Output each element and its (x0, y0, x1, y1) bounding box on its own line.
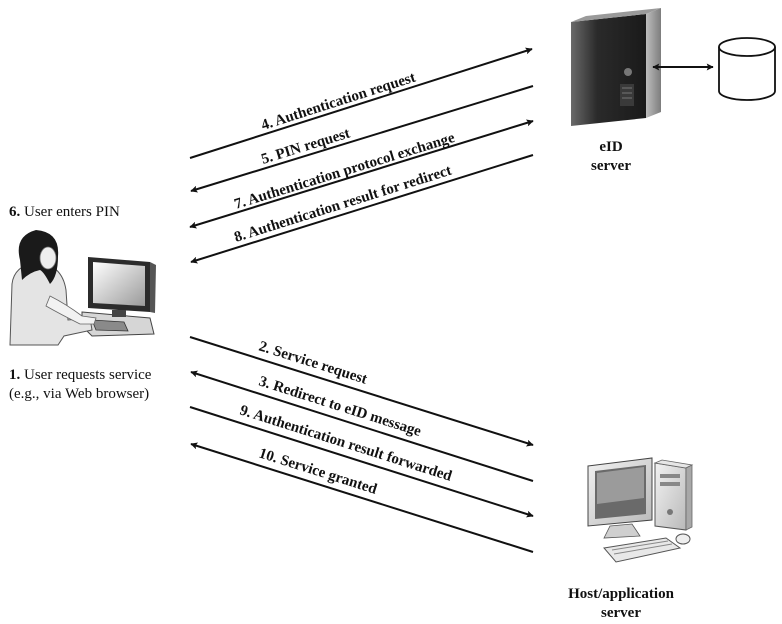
arrow-10-service-granted (190, 442, 534, 553)
host-server-line-2: server (601, 605, 641, 621)
step-1-line-2: (e.g., via Web browser) (9, 386, 150, 402)
step-1-text: User requests service (24, 367, 152, 383)
arrow-2-service-request (189, 336, 534, 447)
step-1-number: 1. (9, 367, 21, 383)
step-6-number: 6. (9, 204, 21, 220)
eid-server-line-1: eID (599, 139, 623, 155)
eid-server-line-2: server (591, 158, 631, 174)
message-4-label: 4. Authentication request (259, 70, 417, 134)
tower-server-icon (571, 8, 661, 126)
host-server-label: Host/application server (550, 585, 692, 623)
database-cylinder-icon (718, 37, 776, 101)
arrow-8-authentication-result-for-redirect (190, 154, 534, 264)
step-1-line-1: 1. User requests service (9, 366, 151, 385)
arrow-3-redirect-to-eid-message (190, 370, 534, 482)
user-enters-pin-label: 6. User enters PIN (9, 203, 120, 222)
arrow-7-authentication-protocol-exchange (189, 119, 534, 229)
desktop-computer-icon (587, 457, 694, 563)
user-at-computer-icon (9, 230, 156, 346)
user-requests-service-label: 1. User requests service (e.g., via Web … (9, 366, 151, 404)
step-6-text: User enters PIN (24, 204, 120, 220)
eid-server-label: eID server (566, 138, 656, 176)
arrow-9-authentication-result-forwarded (189, 406, 534, 518)
arrow-4-authentication-request (189, 47, 533, 159)
host-server-line-1: Host/application (568, 586, 674, 602)
